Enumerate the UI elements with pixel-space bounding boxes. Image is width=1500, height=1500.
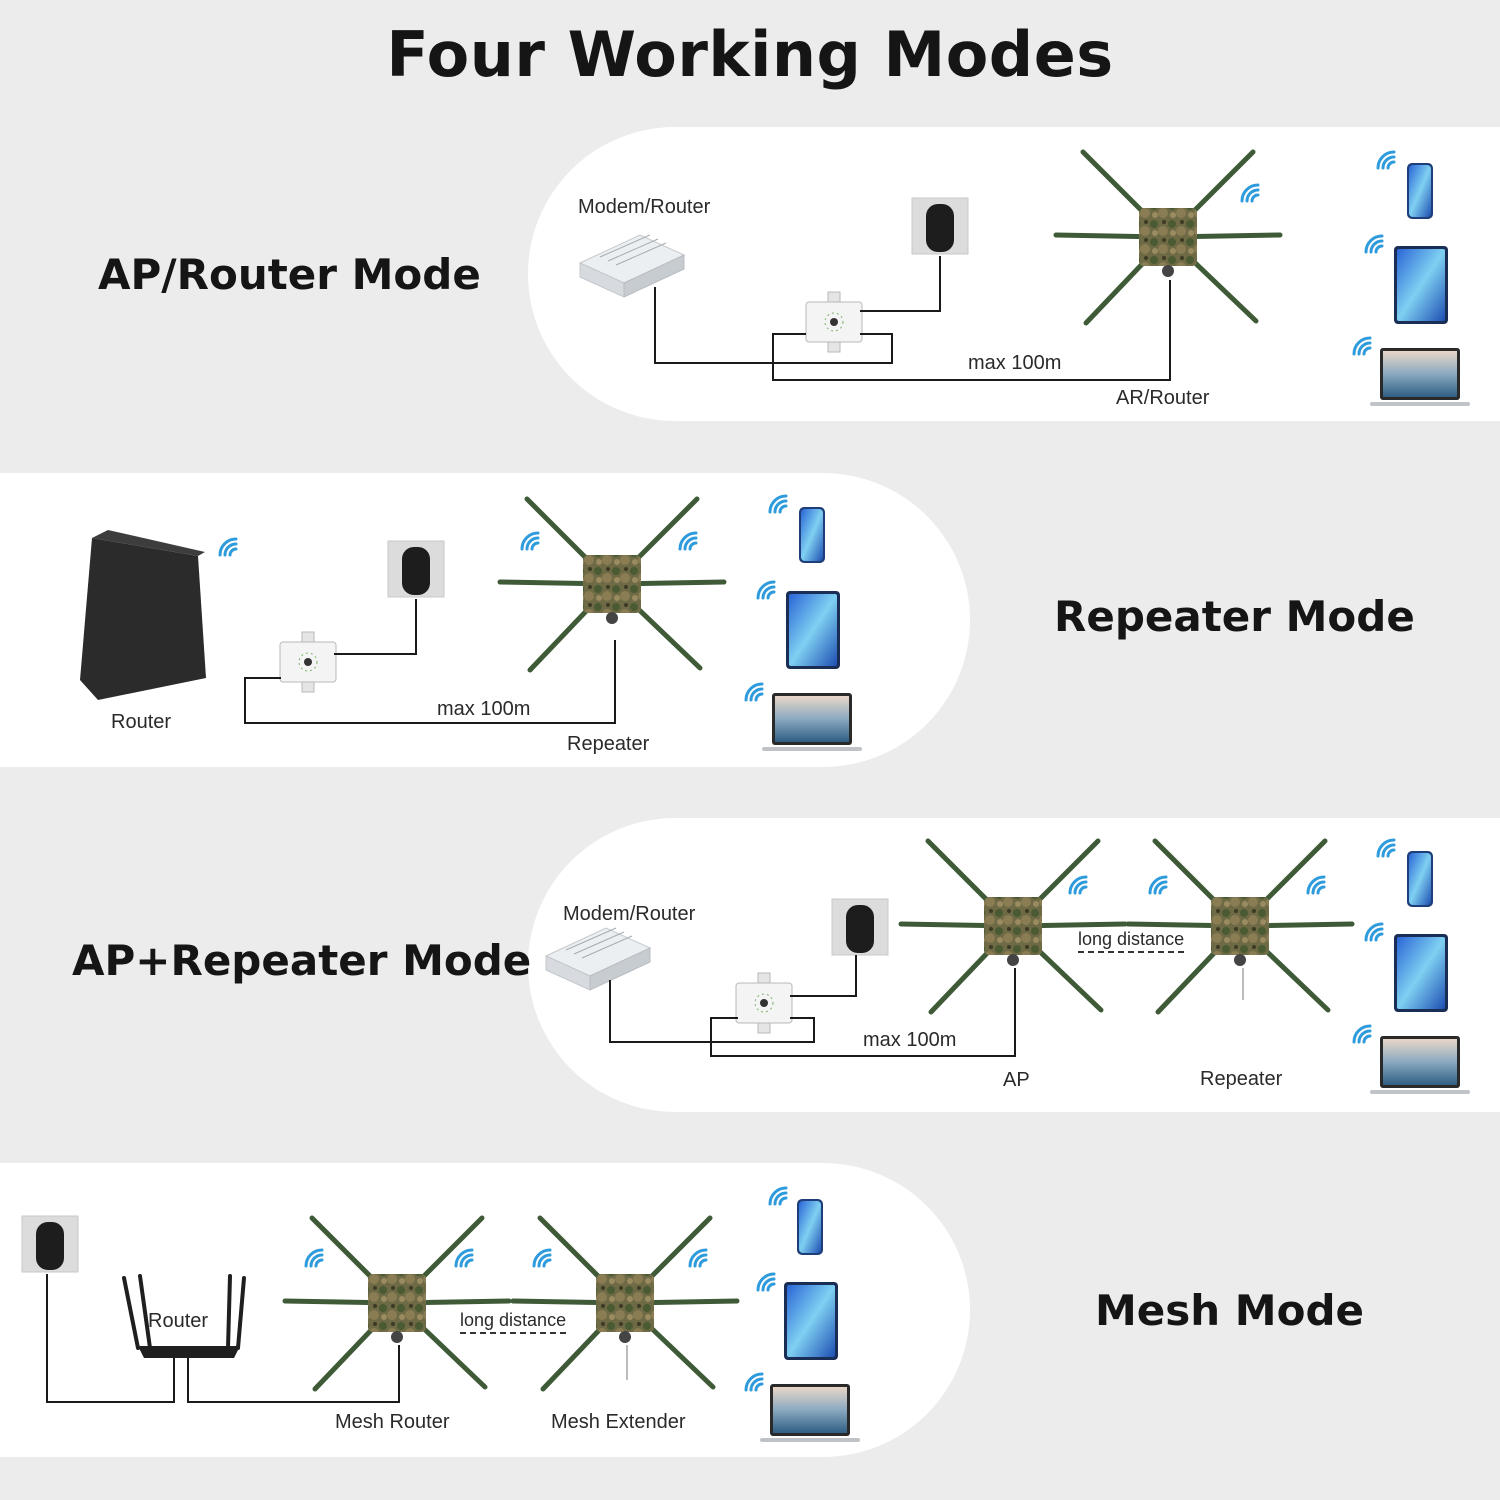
wifi-signal-icon bbox=[1148, 875, 1168, 895]
wifi-signal-icon bbox=[520, 531, 540, 551]
label-modem-router: Modem/Router bbox=[563, 903, 696, 925]
wifi-signal-icon bbox=[768, 1186, 788, 1206]
label-long-distance: long distance bbox=[460, 1310, 567, 1334]
wifi-signal-icon bbox=[1376, 838, 1396, 858]
wifi-signal-icon bbox=[756, 1272, 776, 1292]
outdoor-ap-icon bbox=[1128, 841, 1352, 1012]
outdoor-ap-icon bbox=[513, 1218, 737, 1389]
power-adapter-icon bbox=[831, 898, 889, 956]
ap-router-diagram bbox=[579, 150, 1470, 406]
label-long-distance: long distance bbox=[1078, 929, 1185, 953]
wifi-signal-icon bbox=[744, 1372, 764, 1392]
wifi-signal-icon bbox=[678, 531, 698, 551]
laptop-icon bbox=[1370, 348, 1470, 406]
tablet-icon bbox=[1394, 246, 1448, 324]
label-device: AR/Router bbox=[1116, 387, 1210, 409]
antenna-router-icon bbox=[122, 1274, 246, 1358]
mode-title-ap-repeater: AP+Repeater Mode bbox=[72, 936, 532, 985]
wifi-signal-icon bbox=[1352, 336, 1372, 356]
label-device: Repeater bbox=[567, 733, 650, 755]
wifi-signal-icon bbox=[454, 1248, 474, 1268]
wifi-signal-icon bbox=[218, 537, 238, 557]
tablet-icon bbox=[786, 591, 840, 669]
ap-repeater-diagram bbox=[545, 838, 1470, 1094]
repeater-diagram bbox=[80, 494, 862, 751]
mode-title-ap-router: AP/Router Mode bbox=[98, 250, 481, 299]
wifi-signal-icon bbox=[1240, 183, 1260, 203]
wifi-signal-icon bbox=[1068, 875, 1088, 895]
wifi-signal-icon bbox=[688, 1248, 708, 1268]
label-router: Router bbox=[111, 711, 172, 733]
wifi-signal-icon bbox=[1364, 922, 1384, 942]
outdoor-ap-icon bbox=[285, 1218, 509, 1389]
label-distance: max 100m bbox=[968, 352, 1062, 374]
panel-ap-router-mode bbox=[528, 127, 1500, 421]
modem-router-icon bbox=[579, 234, 685, 298]
wifi-signal-icon bbox=[1306, 875, 1326, 895]
label-ap: AP bbox=[1003, 1069, 1030, 1091]
wifi-signal-icon bbox=[1376, 150, 1396, 170]
laptop-icon bbox=[760, 1384, 860, 1442]
outdoor-ap-icon bbox=[1056, 152, 1280, 323]
poe-injector-icon bbox=[279, 631, 337, 693]
laptop-icon bbox=[1370, 1036, 1470, 1094]
wifi-signal-icon bbox=[304, 1248, 324, 1268]
mode-title-repeater: Repeater Mode bbox=[1054, 592, 1415, 641]
smartphone-icon bbox=[1407, 851, 1433, 907]
mesh-diagram bbox=[21, 1186, 860, 1442]
wifi-signal-icon bbox=[532, 1248, 552, 1268]
label-mesh-router: Mesh Router bbox=[335, 1411, 450, 1433]
power-adapter-icon bbox=[911, 197, 969, 255]
label-distance: max 100m bbox=[863, 1029, 957, 1051]
wifi-signal-icon bbox=[768, 494, 788, 514]
poe-injector-icon bbox=[735, 972, 793, 1034]
wifi-signal-icon bbox=[744, 682, 764, 702]
label-mesh-extender: Mesh Extender bbox=[551, 1411, 686, 1433]
page-title: Four Working Modes bbox=[386, 18, 1114, 91]
wifi-signal-icon bbox=[756, 580, 776, 600]
mode-title-mesh: Mesh Mode bbox=[1095, 1286, 1365, 1335]
power-adapter-icon bbox=[21, 1215, 79, 1273]
label-router: Router bbox=[148, 1310, 209, 1332]
label-modem-router: Modem/Router bbox=[578, 196, 711, 218]
smartphone-icon bbox=[797, 1199, 823, 1255]
poe-injector-icon bbox=[805, 291, 863, 353]
tablet-icon bbox=[784, 1282, 838, 1360]
outdoor-ap-icon bbox=[901, 841, 1125, 1012]
label-repeater: Repeater bbox=[1200, 1068, 1283, 1090]
smartphone-icon bbox=[799, 507, 825, 563]
tower-router-icon bbox=[80, 530, 206, 700]
power-adapter-icon bbox=[387, 540, 445, 598]
outdoor-ap-icon bbox=[500, 499, 724, 670]
label-distance: max 100m bbox=[437, 698, 531, 720]
modem-router-icon bbox=[545, 927, 651, 991]
tablet-icon bbox=[1394, 934, 1448, 1012]
wifi-signal-icon bbox=[1364, 234, 1384, 254]
laptop-icon bbox=[762, 693, 862, 751]
wifi-signal-icon bbox=[1352, 1024, 1372, 1044]
smartphone-icon bbox=[1407, 163, 1433, 219]
